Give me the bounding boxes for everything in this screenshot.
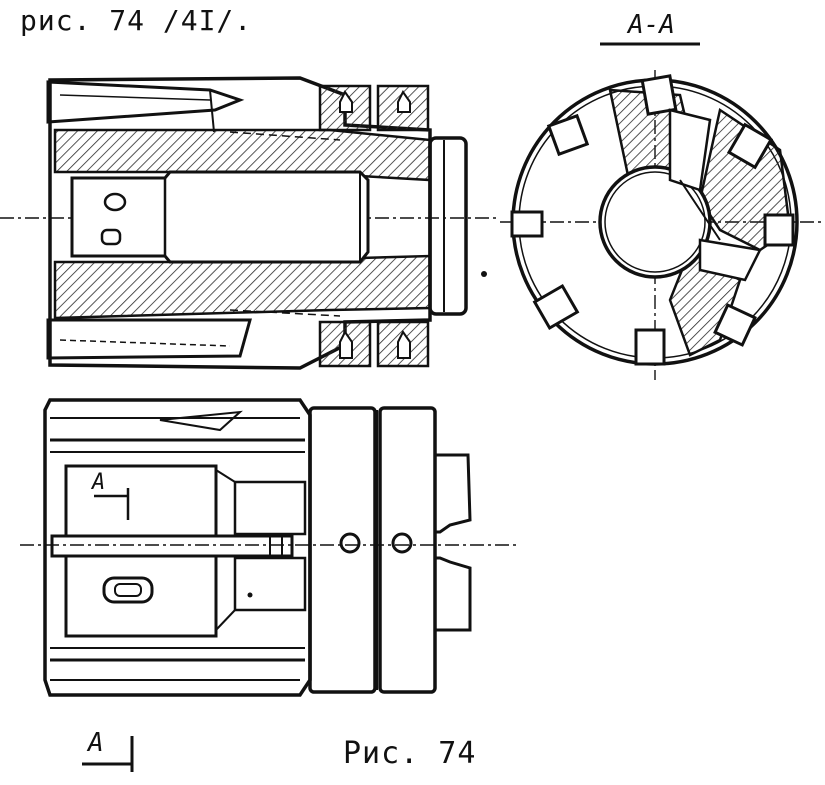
central-bore	[598, 165, 712, 279]
lower-sleeve-hatched	[53, 254, 432, 320]
ring-insert-8	[640, 74, 678, 116]
lower-blade	[46, 318, 252, 360]
right-lug-upper	[435, 453, 472, 534]
side-view	[20, 398, 520, 697]
ring-insert-5	[713, 303, 757, 347]
upper-block	[64, 464, 218, 538]
end-flange	[428, 136, 468, 316]
ring-insert-6	[763, 213, 795, 247]
section-a-a-title: А-А	[628, 10, 675, 40]
upper-sleeve-hatched	[53, 128, 432, 182]
disk-2-hole	[391, 532, 413, 554]
ring-insert-2	[510, 210, 544, 238]
lower-block	[64, 554, 218, 638]
center-bar	[50, 534, 294, 558]
disk-1-hole	[339, 532, 361, 554]
slot-rounded	[102, 576, 154, 604]
section-a-a-view	[500, 42, 825, 380]
cut-label-a-upper: А	[92, 470, 106, 495]
insert-bottom-1	[318, 320, 372, 368]
figure-reference-text: рис. 74 /4I/.	[20, 4, 253, 37]
ring-insert-7	[726, 122, 774, 170]
ring-insert-4	[634, 328, 666, 366]
bore-hole-upper	[103, 192, 127, 212]
figure-caption: Рис. 74	[343, 736, 477, 771]
inner-bore	[70, 170, 370, 264]
longitudinal-section-view	[0, 76, 500, 370]
side-body-outline	[43, 398, 312, 697]
disk-1	[308, 406, 377, 694]
ring-insert-3	[532, 283, 580, 331]
cut-label-a-lower: А	[88, 728, 104, 758]
right-lug-lower	[435, 556, 472, 632]
section-marker-bottom	[82, 736, 134, 772]
ring-insert-1	[546, 113, 590, 157]
disk-2	[378, 406, 437, 694]
upper-blade	[46, 80, 245, 124]
bore-hole-lower	[100, 228, 122, 246]
